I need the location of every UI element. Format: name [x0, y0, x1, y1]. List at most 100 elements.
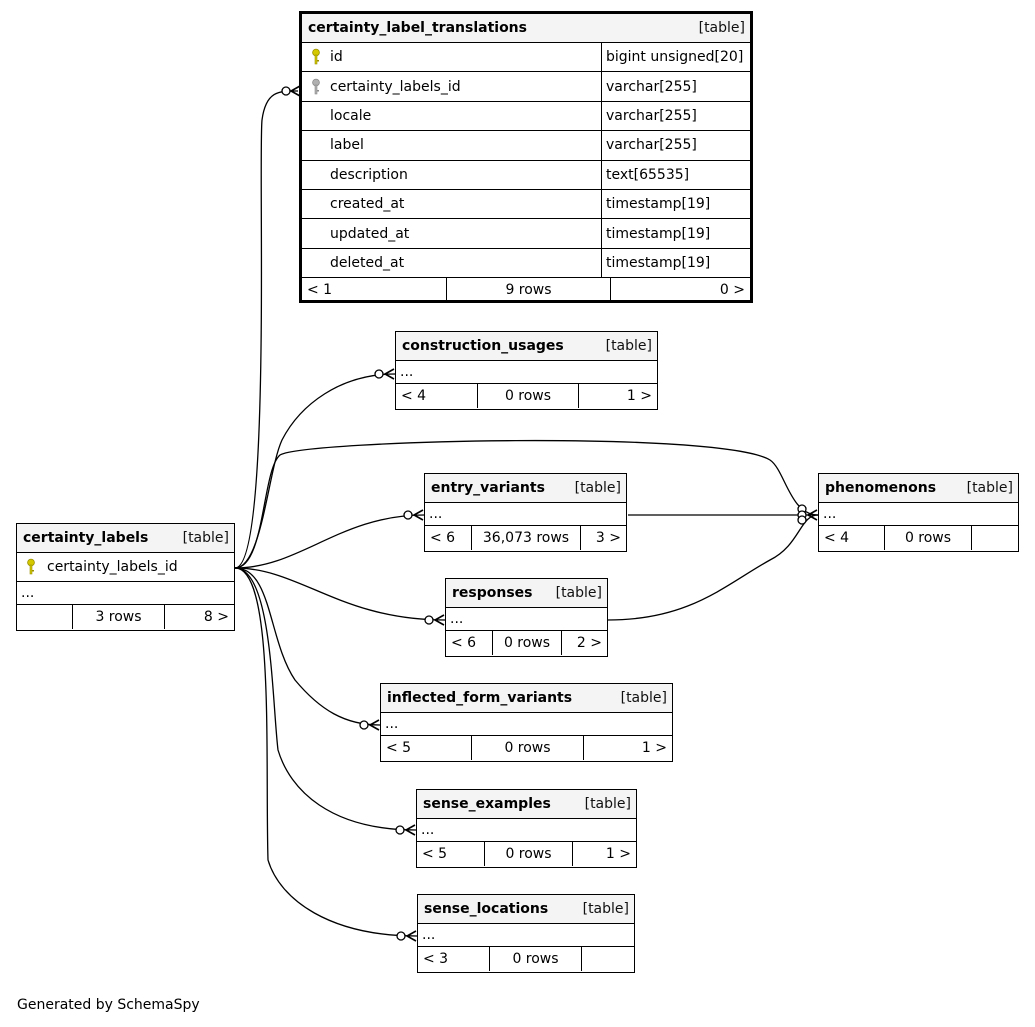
table-footer: 3 rows 8 > [17, 605, 234, 629]
table-type: [table] [182, 530, 229, 546]
column-type: text[65535] [606, 166, 690, 183]
optional-marker [359, 720, 369, 730]
edge-certainty-labels-to-certainty-label-translations [234, 90, 299, 569]
columns-ellipsis: ... [17, 582, 234, 605]
footer-parents: < 6 [446, 631, 493, 655]
column-type: timestamp[19] [606, 196, 711, 213]
table-name: sense_examples [423, 796, 551, 812]
footer-row-count: 0 rows [493, 631, 562, 655]
column-name-cell: label [302, 131, 602, 160]
crowsfoot-marker [289, 85, 301, 97]
columns-ellipsis: ... [417, 819, 636, 842]
edge-certainty-labels-to-construction-usages [234, 373, 396, 569]
table-type: [table] [584, 796, 631, 812]
crowsfoot-marker [404, 824, 416, 836]
column-type: varchar[255] [606, 107, 697, 124]
column-type: timestamp[19] [606, 225, 711, 242]
table-header: entry_variants [table] [425, 474, 626, 503]
column-row[interactable]: id bigint unsigned[20] [302, 43, 750, 73]
table-footer: < 6 36,073 rows 3 > [425, 526, 626, 550]
table-header: inflected_form_variants [table] [381, 684, 672, 713]
table-footer: < 3 0 rows [418, 947, 634, 971]
column-row[interactable]: locale varchar[255] [302, 101, 750, 132]
columns-ellipsis: ... [819, 503, 1018, 526]
foreign-key-icon [306, 78, 326, 96]
crowsfoot-marker [433, 614, 445, 626]
column-name-cell: created_at [302, 189, 602, 219]
table-name: certainty_labels [23, 530, 149, 546]
table-name: entry_variants [431, 480, 545, 496]
table-name: sense_locations [424, 901, 549, 917]
table-inflected-form-variants[interactable]: inflected_form_variants [table] ... < 5 … [380, 683, 673, 762]
table-sense-examples[interactable]: sense_examples [table] ... < 5 0 rows 1 … [416, 789, 637, 868]
column-type: bigint unsigned[20] [606, 49, 744, 66]
footer-children [972, 526, 1018, 550]
table-header: sense_locations [table] [418, 895, 634, 924]
footer-children: 8 > [203, 609, 229, 625]
column-name-cell: certainty_labels_id [302, 72, 602, 101]
column-row[interactable]: certainty_labels_id varchar[255] [302, 72, 750, 102]
edge-certainty-labels-to-entry-variants [234, 514, 425, 569]
table-certainty-labels[interactable]: certainty_labels [table] certainty_label… [16, 523, 235, 631]
column-name: locale [330, 107, 372, 124]
optional-marker [281, 86, 291, 96]
table-entry-variants[interactable]: entry_variants [table] ... < 6 36,073 ro… [424, 473, 627, 552]
optional-marker [424, 615, 434, 625]
table-header: phenomenons [table] [819, 474, 1018, 503]
columns-ellipsis: ... [418, 924, 634, 947]
table-footer: < 5 0 rows 1 > [381, 736, 672, 760]
column-type: timestamp[19] [606, 254, 711, 271]
footer-row-count: 0 rows [485, 842, 573, 866]
edge-certainty-labels-to-responses [234, 567, 446, 621]
column-type: varchar[255] [606, 137, 697, 154]
table-header: responses [table] [446, 579, 607, 608]
table-type: [table] [605, 338, 652, 354]
table-header: sense_examples [table] [417, 790, 636, 819]
column-name-cell: deleted_at [302, 248, 602, 278]
table-construction-usages[interactable]: construction_usages [table] ... < 4 0 ro… [395, 331, 658, 410]
column-name: label [330, 137, 364, 154]
table-header: construction_usages [table] [396, 332, 657, 361]
column-row[interactable]: certainty_labels_id [17, 553, 234, 582]
table-type: [table] [966, 480, 1013, 496]
edge-certainty-labels-to-phenomenons [234, 439, 819, 569]
crowsfoot-marker [806, 509, 818, 521]
table-footer: < 6 0 rows 2 > [446, 631, 607, 655]
column-name: description [330, 166, 408, 183]
footer-children: 2 > [576, 635, 602, 651]
column-type: varchar[255] [606, 78, 697, 95]
footer-children: 3 > [595, 530, 621, 546]
edge-certainty-labels-to-inflected-form-variants [234, 567, 381, 726]
generated-by-note: Generated by SchemaSpy [17, 997, 200, 1013]
footer-row-count: 36,073 rows [472, 526, 581, 550]
table-type: [table] [555, 585, 602, 601]
table-phenomenons[interactable]: phenomenons [table] ... < 4 0 rows [818, 473, 1019, 552]
footer-row-count: 0 rows [472, 736, 584, 760]
column-row[interactable]: label varchar[255] [302, 131, 750, 161]
crowsfoot-marker [383, 368, 395, 380]
table-type: [table] [698, 20, 745, 36]
column-name: id [330, 49, 343, 66]
table-footer: < 5 0 rows 1 > [417, 842, 636, 866]
column-name: certainty_labels_id [330, 78, 461, 95]
footer-row-count: 0 rows [478, 384, 579, 408]
columns-ellipsis: ... [425, 503, 626, 526]
table-name: phenomenons [825, 480, 937, 496]
footer-row-count: 0 rows [885, 526, 972, 550]
column-name-cell: description [302, 160, 602, 189]
table-sense-locations[interactable]: sense_locations [table] ... < 3 0 rows [417, 894, 635, 973]
table-footer: < 4 0 rows [819, 526, 1018, 550]
edge-certainty-labels-to-sense-locations [234, 567, 418, 937]
table-responses[interactable]: responses [table] ... < 6 0 rows 2 > [445, 578, 608, 657]
primary-key-icon [21, 558, 41, 576]
footer-parents: < 4 [396, 384, 478, 408]
footer-children: 0 > [719, 282, 745, 299]
footer-parents: < 5 [381, 736, 472, 760]
column-name: certainty_labels_id [47, 559, 178, 575]
column-name-cell: id [302, 43, 602, 72]
column-row[interactable]: description text[65535] [302, 160, 750, 190]
